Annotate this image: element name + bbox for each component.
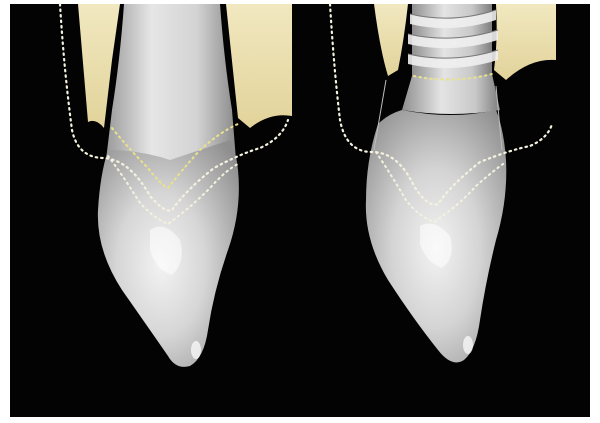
implant-body bbox=[408, 4, 498, 80]
implant-incisal-highlight bbox=[463, 336, 473, 354]
implant-abutment bbox=[402, 74, 500, 114]
incisal-highlight bbox=[191, 341, 201, 359]
